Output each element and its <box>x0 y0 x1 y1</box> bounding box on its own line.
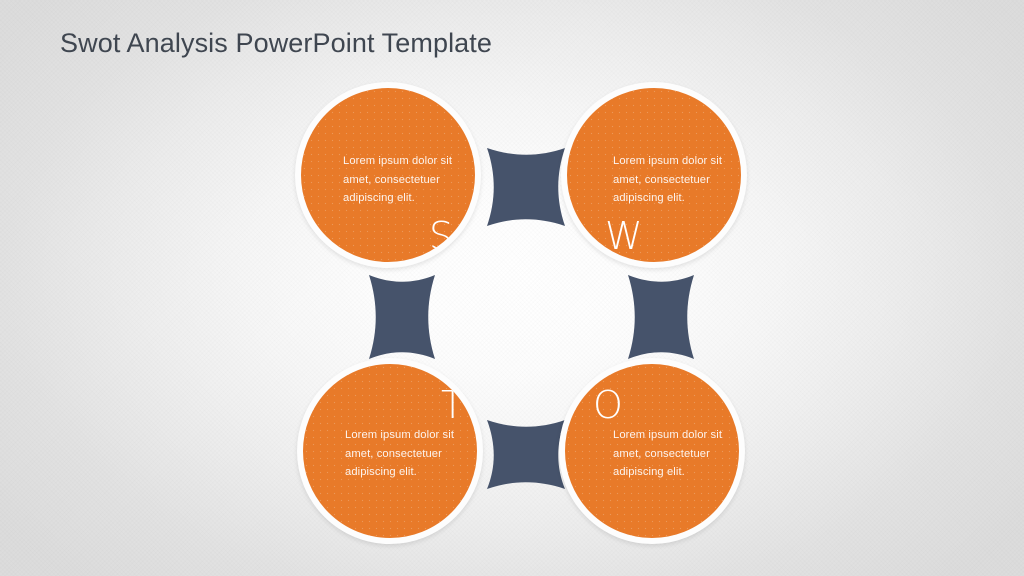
swot-node-body: Lorem ipsum dolor sit amet, consectetuer… <box>343 155 453 204</box>
swot-node-body: Lorem ipsum dolor sit amet, consectetuer… <box>345 429 455 478</box>
swot-node-letter-t: T <box>441 383 465 427</box>
swot-node-letter-o: O <box>593 383 623 427</box>
swot-node-threats[interactable]: Lorem ipsum dolor sit amet, consectetuer… <box>297 358 483 544</box>
connector-top <box>487 148 565 226</box>
swot-node-letter-s: S <box>429 214 454 258</box>
swot-node-letter-w: W <box>605 214 643 258</box>
swot-node-body: Lorem ipsum dolor sit amet, consectetuer… <box>613 155 723 204</box>
connector-left <box>369 275 435 359</box>
swot-node-weaknesses[interactable]: Lorem ipsum dolor sit amet, consectetuer… <box>561 82 747 268</box>
swot-node-opportunities[interactable]: Lorem ipsum dolor sit amet, consectetuer… <box>559 358 745 544</box>
connector-bottom <box>487 420 565 489</box>
connector-right <box>628 275 694 359</box>
swot-node-body: Lorem ipsum dolor sit amet, consectetuer… <box>613 429 723 478</box>
page-title: Swot Analysis PowerPoint Template <box>60 28 493 58</box>
swot-node-strengths[interactable]: Lorem ipsum dolor sit amet, consectetuer… <box>295 82 481 268</box>
